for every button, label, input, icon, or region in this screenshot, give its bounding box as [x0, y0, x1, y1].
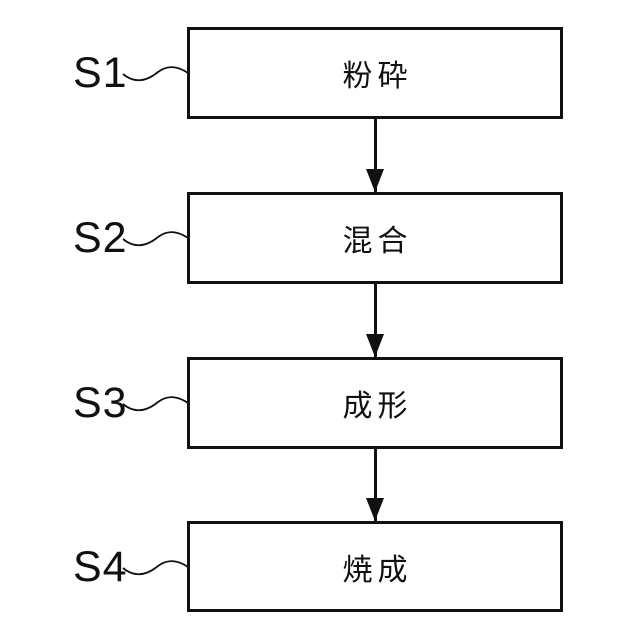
process-box-label: 成形: [342, 390, 413, 423]
process-box-label: 粉砕: [342, 60, 413, 93]
arrow-head-icon: [366, 498, 384, 521]
process-box-label: 混合: [342, 225, 413, 258]
arrow-head-icon: [366, 334, 384, 357]
process-box-firing: 焼成: [187, 521, 563, 612]
flow-arrow-1: [366, 119, 384, 192]
step-id-s2: S2: [73, 213, 128, 262]
step-id-s4: S4: [73, 542, 128, 591]
arrow-head-icon: [366, 169, 384, 192]
process-box-forming: 成形: [187, 357, 563, 449]
step-id-s1: S1: [73, 48, 128, 97]
leader-line-s1: [121, 63, 188, 85]
process-box-crushing: 粉砕: [187, 27, 563, 119]
flow-arrow-3: [366, 449, 384, 521]
leader-line-s3: [121, 393, 188, 415]
leader-line-s4: [121, 557, 188, 579]
flow-arrow-2: [366, 284, 384, 357]
leader-line-s2: [121, 228, 188, 250]
step-id-s3: S3: [73, 378, 128, 427]
process-box-label: 焼成: [342, 553, 413, 587]
process-box-mixing: 混合: [187, 192, 563, 284]
